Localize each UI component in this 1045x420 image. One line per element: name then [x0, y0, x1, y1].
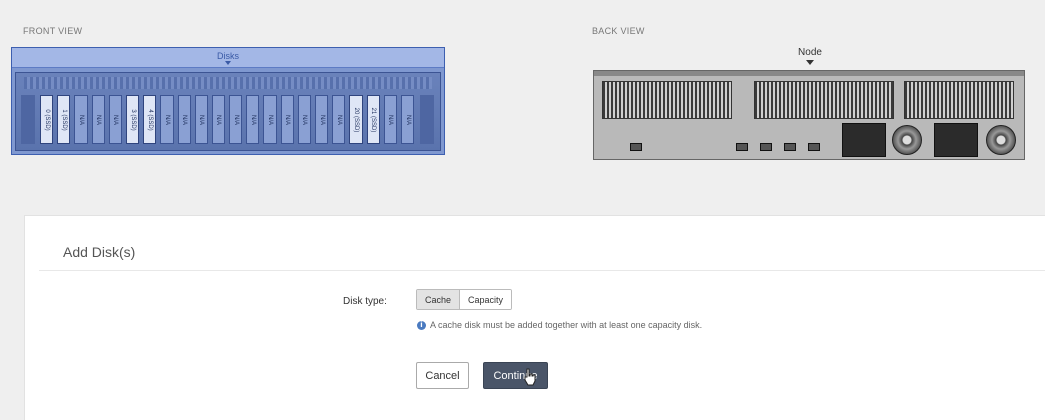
disk-type-hint: i A cache disk must be added together wi…: [417, 320, 702, 330]
disk-bay[interactable]: N/A: [332, 95, 346, 144]
disk-bay[interactable]: 20 (SSD): [349, 95, 363, 144]
disk-bay[interactable]: N/A: [229, 95, 243, 144]
ethernet-port: [736, 143, 748, 151]
riser-left: [602, 81, 732, 119]
front-view-label: FRONT VIEW: [23, 26, 83, 36]
disk-bay[interactable]: N/A: [194, 95, 208, 144]
disk-bay-label: N/A: [181, 114, 188, 125]
disk-bay-label: N/A: [163, 114, 170, 125]
disk-bay[interactable]: N/A: [160, 95, 174, 144]
disk-bay[interactable]: N/A: [315, 95, 329, 144]
ethernet-port: [808, 143, 820, 151]
dialog-title: Add Disk(s): [63, 244, 136, 260]
fan-icon: [892, 125, 922, 155]
disk-bay[interactable]: N/A: [297, 95, 311, 144]
disk-bay-label: N/A: [284, 114, 291, 125]
add-disks-dialog: Add Disk(s) Disk type: Cache Capacity i …: [24, 215, 1045, 420]
disk-bay-label: N/A: [335, 114, 342, 125]
front-vents: [24, 77, 432, 89]
disk-bay-label: 3 (SSD): [129, 108, 136, 131]
disk-bay[interactable]: N/A: [280, 95, 294, 144]
dialog-divider: [39, 270, 1045, 271]
disk-bay[interactable]: N/A: [400, 95, 415, 144]
back-top-rail: [594, 71, 1024, 76]
ethernet-port: [784, 143, 796, 151]
disks-header: Disks: [12, 48, 444, 68]
disk-bays: 0 (SSD) 1 (SSD) N/A N/A N/A 3 (SSD) 4 (SSD) N/A…: [40, 95, 415, 144]
disk-bay-label: N/A: [267, 114, 274, 125]
front-chassis: 0 (SSD) 1 (SSD) N/A N/A N/A 3 (SSD) 4 (SSD) N/A…: [15, 72, 441, 151]
disk-bay-label: N/A: [112, 114, 119, 125]
disk-bay-label: 4 (SSD): [146, 108, 153, 131]
disk-bay-label: N/A: [77, 114, 84, 125]
disk-bay-label: 21 (SSD): [370, 107, 377, 132]
disk-bay-label: N/A: [387, 114, 394, 125]
disk-bay-label: N/A: [232, 114, 239, 125]
disk-bay-label: 0 (SSD): [43, 108, 50, 131]
caret-down-icon: [225, 61, 231, 65]
disk-bay[interactable]: 3 (SSD): [125, 95, 140, 144]
front-view-panel[interactable]: Disks 0 (SSD) 1 (SSD) N/A N/A N/A 3 (SSD) 4 (S…: [11, 47, 445, 155]
disk-bay[interactable]: N/A: [383, 95, 397, 144]
disk-bay[interactable]: N/A: [211, 95, 226, 144]
front-side-right: [420, 95, 434, 144]
caret-down-icon: [806, 60, 814, 65]
disk-bay[interactable]: N/A: [177, 95, 191, 144]
disk-bay-label: 20 (SSD): [352, 107, 359, 132]
ethernet-port: [760, 143, 772, 151]
disk-bay[interactable]: N/A: [91, 95, 105, 144]
cache-option-button[interactable]: Cache: [417, 290, 460, 309]
disk-bay-label: N/A: [404, 114, 411, 125]
cancel-button[interactable]: Cancel: [416, 362, 469, 389]
power-supply-1: [842, 123, 886, 157]
continue-button[interactable]: Continue: [483, 362, 548, 389]
disk-bay-label: N/A: [215, 114, 222, 125]
hand-pointer-icon: [524, 368, 536, 386]
disk-type-label: Disk type:: [343, 296, 387, 307]
disk-bay-label: N/A: [301, 114, 308, 125]
disk-bay-label: 1 (SSD): [60, 108, 67, 131]
node-caption: Node: [798, 47, 822, 58]
disk-bay-label: N/A: [318, 114, 325, 125]
capacity-option-button[interactable]: Capacity: [459, 290, 512, 309]
disk-bay[interactable]: 1 (SSD): [57, 95, 71, 144]
disk-bay[interactable]: 4 (SSD): [143, 95, 157, 144]
disk-bay-label: N/A: [198, 114, 205, 125]
disk-bay-label: N/A: [95, 114, 102, 125]
front-side-left: [21, 95, 35, 144]
disk-bay-label: N/A: [249, 114, 256, 125]
disks-header-label: Disks: [217, 51, 239, 61]
fan-icon: [986, 125, 1016, 155]
info-icon: i: [417, 320, 426, 330]
ethernet-port: [630, 143, 642, 151]
disk-bay[interactable]: N/A: [74, 95, 88, 144]
riser-right: [904, 81, 1014, 119]
power-supply-2: [934, 123, 978, 157]
back-view-label: BACK VIEW: [592, 26, 645, 36]
back-chassis[interactable]: [593, 70, 1025, 160]
hint-text: A cache disk must be added together with…: [430, 320, 703, 330]
disk-bay[interactable]: N/A: [246, 95, 260, 144]
disk-bay[interactable]: 0 (SSD): [40, 95, 54, 144]
disk-bay[interactable]: N/A: [263, 95, 277, 144]
disk-bay[interactable]: N/A: [108, 95, 122, 144]
riser-center: [754, 81, 894, 119]
disk-bay[interactable]: 21 (SSD): [366, 95, 380, 144]
disk-type-toggle: Cache Capacity: [416, 289, 513, 310]
